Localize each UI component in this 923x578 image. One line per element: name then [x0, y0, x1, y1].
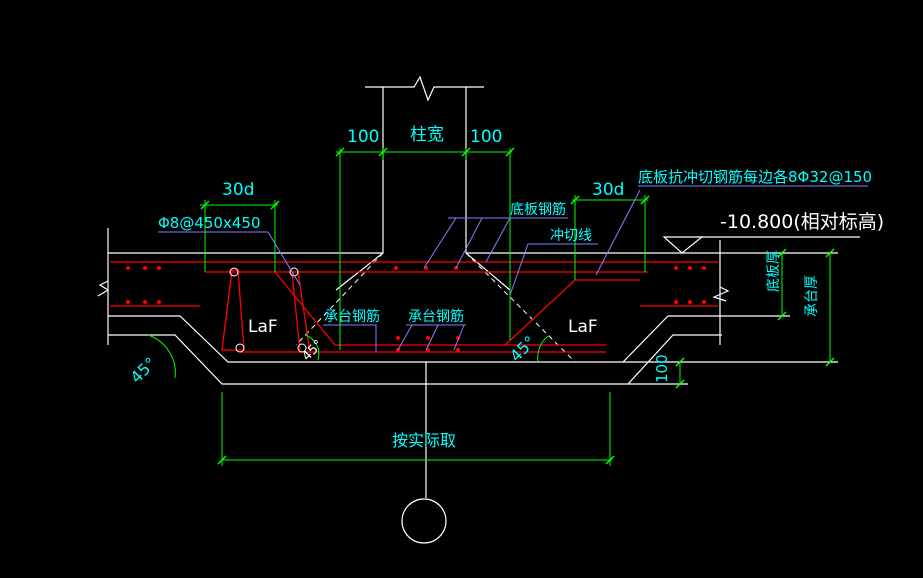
- tick: [461, 147, 471, 157]
- stirrup-hooks: [229, 267, 307, 353]
- dimensions: [147, 148, 831, 466]
- angle-arc-right: [537, 335, 549, 363]
- tick: [675, 357, 685, 367]
- rebar-dot: [143, 266, 147, 270]
- leader-stirrup: [158, 231, 301, 286]
- rebar-dot: [143, 300, 147, 304]
- label-dim-30d-right: 30d: [592, 180, 624, 200]
- label-punch-rebar-spec: 底板抗冲切钢筋每边各8Φ32@150: [638, 168, 872, 186]
- cap-inner-right: [426, 334, 722, 385]
- label-dim-100-bottom: 100: [653, 354, 671, 383]
- rebar-dot: [126, 266, 130, 270]
- rebar-dot: [674, 300, 678, 304]
- cap-outer-left: [108, 315, 426, 363]
- rebar: [110, 261, 718, 353]
- rebar-dot: [426, 336, 430, 340]
- hook-circle: [229, 267, 239, 277]
- angle-arc-left: [147, 334, 176, 379]
- angle-arc-small: [304, 334, 320, 361]
- rebar-dot: [456, 348, 460, 352]
- tick: [217, 455, 227, 465]
- leader-slab-rebar-3: [485, 217, 511, 263]
- leaders: [158, 185, 868, 352]
- label-elevation: -10.800(相对标高): [720, 211, 884, 233]
- rebar-dot: [394, 266, 398, 270]
- tick: [270, 200, 280, 210]
- label-laf-right: LaF: [568, 317, 598, 337]
- tick: [505, 147, 515, 157]
- label-cap-rebar-left: 承台钢筋: [324, 308, 380, 325]
- column-break-line: [365, 75, 484, 102]
- leader-cap-rebar-left: [323, 324, 377, 352]
- label-angle-small: 45°: [299, 337, 326, 364]
- tick: [378, 147, 388, 157]
- leader-punch-line-2: [509, 243, 529, 296]
- stirrup-right: [291, 271, 311, 353]
- rebar-dot: [688, 300, 692, 304]
- tick: [200, 200, 210, 210]
- cap-outer-right: [426, 315, 722, 363]
- label-laf-left: LaF: [248, 317, 278, 337]
- label-dim-30d-left: 30d: [222, 180, 254, 200]
- label-slab-rebar: 底板钢筋: [510, 201, 566, 218]
- tick: [570, 195, 580, 205]
- stirrup-left: [221, 269, 245, 351]
- label-actual-size: 按实际取: [392, 431, 456, 450]
- label-punch-line: 冲切线: [550, 228, 592, 244]
- rebar-dot: [126, 300, 130, 304]
- leader-cap-rebar-right-3: [453, 324, 465, 351]
- rebar-dot: [157, 300, 161, 304]
- hook-circle: [297, 343, 307, 353]
- concrete-outline: [97, 75, 860, 544]
- label-angle-left: 45°: [127, 353, 160, 386]
- break-mark-right: [712, 286, 730, 302]
- tick: [777, 311, 787, 321]
- label-cap-thickness: 承台厚: [804, 275, 820, 317]
- pile-circle: [401, 498, 447, 544]
- leader-cap-rebar-right-2: [425, 324, 439, 351]
- label-dim-100-right: 100: [470, 127, 502, 147]
- label-cap-rebar-right: 承台钢筋: [408, 308, 464, 325]
- leader-slab-rebar-1: [423, 217, 457, 269]
- elevation-triangle: [662, 236, 704, 254]
- tick: [675, 379, 685, 389]
- leader-cap-rebar-right-1: [397, 324, 413, 351]
- leader-slab-rebar-2: [455, 217, 483, 269]
- label-angle-right: 45°: [506, 332, 539, 365]
- tick: [640, 195, 650, 205]
- tick: [777, 248, 787, 258]
- label-stirrup-spec: Φ8@450x450: [158, 214, 261, 232]
- tick: [605, 455, 615, 465]
- label-dim-100-left: 100: [347, 127, 379, 147]
- rebar-dot: [688, 266, 692, 270]
- rebar-dot: [396, 336, 400, 340]
- cap-inner-left: [108, 334, 426, 385]
- rebar-dot: [674, 266, 678, 270]
- tick: [825, 248, 835, 258]
- tick: [335, 147, 345, 157]
- dimension-ticks: [200, 147, 835, 465]
- rebar-dot: [702, 266, 706, 270]
- break-mark-left: [97, 280, 110, 297]
- annotations: 100 柱宽 100 30d 30d Φ8@450x450 底板抗冲切钢筋每边各…: [127, 125, 885, 450]
- leader-punch-rebar-2: [595, 189, 641, 276]
- column-left-edge: [335, 87, 384, 291]
- label-slab-thickness: 底板厚: [766, 250, 782, 292]
- hook-circle: [235, 343, 245, 353]
- label-column-width: 柱宽: [410, 125, 444, 145]
- punch-line-right: [465, 252, 576, 363]
- rebar-dot: [157, 266, 161, 270]
- tick: [825, 357, 835, 367]
- rebar-dot: [702, 300, 706, 304]
